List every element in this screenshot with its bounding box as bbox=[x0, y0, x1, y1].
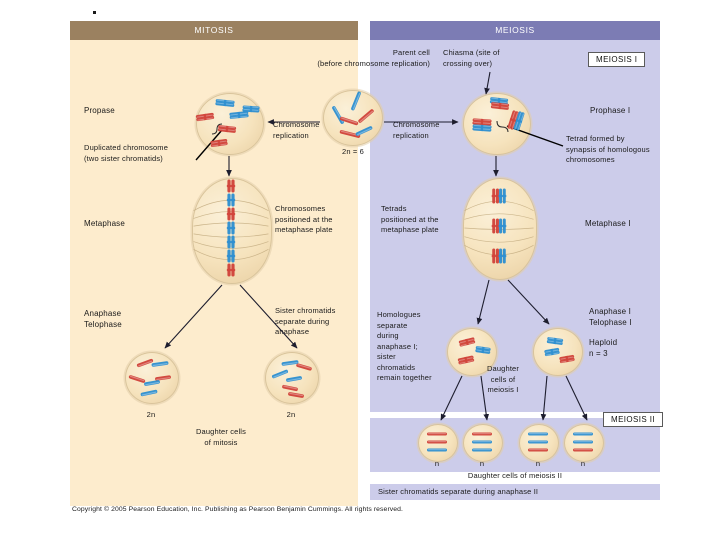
mitosis-prophase-label: Propase bbox=[84, 106, 115, 115]
meiosis-i-label: MEIOSIS I bbox=[588, 52, 646, 67]
daughter-cells-meiosis-i-caption: Daughter cells of meiosis I bbox=[486, 364, 520, 394]
daughter-cells-meiosis-ii-caption: Daughter cells of meiosis II bbox=[467, 471, 563, 480]
mitosis-chromosome-replication-label: Chromosome replication bbox=[273, 120, 320, 140]
mitosis-metaphase-cell bbox=[192, 178, 272, 284]
meiosis-ii-cell-2 bbox=[463, 424, 503, 462]
meiosis-ii-ploidy-4: n bbox=[580, 459, 586, 468]
haploid-label: Haploid n = 3 bbox=[589, 338, 618, 358]
meiosis-ii-cell-3 bbox=[519, 424, 559, 462]
mitosis-title-bar: MITOSIS bbox=[70, 21, 358, 40]
mitosis-metaphase-plate-annotation: Chromosomes positioned at the metaphase … bbox=[275, 204, 333, 234]
meiosis-metaphase-i-cell bbox=[463, 178, 537, 280]
mitosis-daughter-cells-caption: Daughter cells of mitosis bbox=[195, 427, 247, 447]
mitosis-daughter-cell-left bbox=[125, 352, 179, 404]
mitosis-daughter-cell-right bbox=[265, 352, 319, 404]
meiosis-i-daughter-cell-right bbox=[533, 328, 583, 376]
meiosis-anaphase-telophase-i-label: Anaphase I Telophase I bbox=[589, 307, 632, 327]
meiosis-prophase-i-label: Prophase I bbox=[590, 106, 631, 115]
tetrads-plate-annotation: Tetrads positioned at the metaphase plat… bbox=[381, 204, 439, 234]
sister-chromatids-anaphase-ii-caption: Sister chromatids separate during anapha… bbox=[378, 487, 539, 496]
meiosis-chromosome-replication-label: Chromosome replication bbox=[393, 120, 440, 140]
tetrad-formed-annotation: Tetrad formed by synapsis of homologous … bbox=[566, 134, 650, 164]
parent-cell-label: Parent cell (before chromosome replicati… bbox=[317, 48, 430, 68]
mitosis-daughter-left-ploidy: 2n bbox=[146, 410, 156, 419]
meiosis-ii-caption-panel bbox=[370, 484, 660, 500]
meiosis-metaphase-i-label: Metaphase I bbox=[585, 219, 631, 228]
mitosis-daughter-right-ploidy: 2n bbox=[286, 410, 296, 419]
mitosis-anaphase-telophase-label: Anaphase Telophase bbox=[84, 309, 122, 329]
meiosis-ii-label: MEIOSIS II bbox=[603, 412, 664, 427]
meiosis-ii-cell-4 bbox=[564, 424, 604, 462]
meiosis-prophase-i-cell bbox=[463, 93, 531, 155]
mitosis-sister-chromatids-annotation: Sister chromatids separate during anapha… bbox=[275, 306, 336, 336]
meiosis-ii-ploidy-2: n bbox=[479, 459, 485, 468]
meiosis-ii-cell-1 bbox=[418, 424, 458, 462]
meiosis-ii-ploidy-1: n bbox=[434, 459, 440, 468]
meiosis-ii-ploidy-3: n bbox=[535, 459, 541, 468]
mitosis-prophase-cell bbox=[196, 93, 264, 155]
homologues-separate-annotation: Homologues separate during anaphase I; s… bbox=[377, 310, 432, 382]
corner-dot bbox=[93, 11, 96, 14]
parent-ploidy-label: 2n = 6 bbox=[342, 147, 364, 156]
duplicated-chromosome-annotation: Duplicated chromosome (two sister chroma… bbox=[84, 143, 169, 163]
chiasma-label: Chiasma (site of crossing over) bbox=[443, 48, 500, 68]
copyright-notice: Copyright © 2005 Pearson Education, Inc.… bbox=[72, 506, 404, 513]
meiosis-title-bar: MEIOSIS bbox=[370, 21, 660, 40]
mitosis-metaphase-label: Metaphase bbox=[84, 219, 125, 228]
